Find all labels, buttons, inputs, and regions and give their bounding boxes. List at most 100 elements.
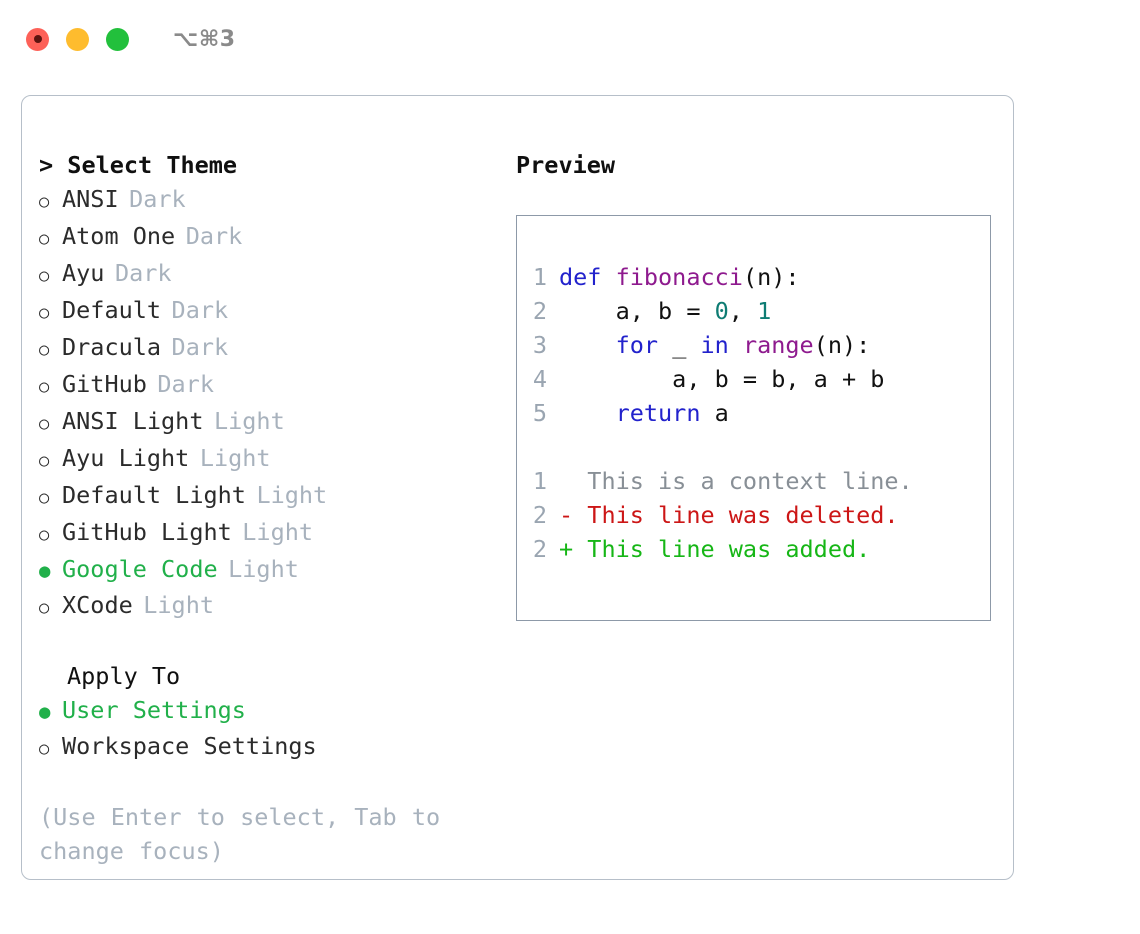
theme-option-ansi[interactable]: ○ ANSI Dark	[39, 182, 502, 219]
radio-unselected-icon: ○	[39, 377, 50, 397]
radio-unselected-icon: ○	[39, 525, 50, 545]
theme-option-mode-badge: Light	[213, 407, 285, 435]
code-token-plain: ,	[728, 297, 758, 325]
radio-unselected-icon: ○	[39, 739, 50, 759]
theme-option-mode-badge: Light	[228, 555, 299, 583]
theme-option-mode-badge: Dark	[114, 259, 172, 287]
code-token-plain: _	[658, 331, 701, 359]
theme-option-label: GitHub Light	[62, 518, 232, 546]
theme-option-label: ANSI	[62, 185, 119, 213]
theme-option-mode-badge: Light	[199, 444, 271, 472]
theme-option-ayu-light[interactable]: ○ Ayu Light Light	[39, 441, 502, 478]
radio-selected-icon: ●	[39, 701, 51, 723]
theme-option-label: Google Code	[62, 555, 218, 583]
diff-line: 2 - This line was deleted.	[517, 498, 990, 532]
code-line: 4 a, b = b, a + b	[517, 362, 990, 396]
code-token-kw: return	[615, 399, 701, 427]
keyboard-hint-text: (Use Enter to select, Tab to change focu…	[39, 803, 441, 865]
radio-unselected-icon: ○	[39, 192, 50, 212]
theme-option-label: Atom One	[62, 222, 176, 250]
theme-option-label: Ayu Light	[62, 444, 190, 472]
theme-option-label: XCode	[62, 591, 133, 619]
preview-heading: Preview	[516, 151, 616, 179]
code-token-plain: a	[700, 399, 729, 427]
code-token-num: 1	[757, 297, 772, 325]
code-token-kw: def	[559, 263, 616, 291]
theme-option-dracula[interactable]: ○ Dracula Dark	[39, 330, 502, 367]
close-button[interactable]	[26, 27, 49, 51]
radio-unselected-icon: ○	[39, 488, 50, 508]
diff-line-number: 2	[532, 501, 547, 529]
code-line-content: return a	[559, 396, 729, 430]
code-token-plain	[559, 331, 616, 359]
theme-option-github-light[interactable]: ○ GitHub Light Light	[39, 515, 502, 552]
code-token-plain: a, b = b, a + b	[559, 365, 885, 393]
diff-line: 1 This is a context line.	[517, 464, 990, 498]
apply-to-option-workspace-settings[interactable]: ○ Workspace Settings	[39, 729, 502, 766]
radio-unselected-icon: ○	[39, 414, 50, 434]
code-line-content: for _ in range(n):	[559, 328, 871, 362]
code-token-plain: (n):	[813, 331, 871, 359]
radio-unselected-icon: ○	[39, 451, 50, 471]
diff-line-content: - This line was deleted.	[559, 501, 899, 529]
code-token-plain	[729, 331, 743, 359]
radio-selected-icon: ●	[39, 560, 51, 582]
apply-to-option-label: Workspace Settings	[62, 732, 317, 760]
code-line: 3 for _ in range(n):	[517, 328, 990, 362]
code-line: 2 a, b = 0, 1	[517, 294, 990, 328]
radio-unselected-icon: ○	[39, 266, 50, 286]
code-token-fn: fibonacci	[615, 263, 743, 291]
diff-line-number: 2	[532, 535, 547, 563]
code-diff-spacer	[517, 430, 990, 464]
code-line: 5 return a	[517, 396, 990, 430]
code-token-kw: for	[615, 331, 659, 359]
theme-option-mode-badge: Dark	[171, 333, 229, 361]
radio-unselected-icon: ○	[39, 340, 50, 360]
theme-option-mode-badge: Dark	[157, 370, 214, 398]
theme-option-google-code[interactable]: ● Google Code Light	[39, 552, 502, 588]
theme-option-mode-badge: Light	[242, 518, 314, 546]
apply-to-option-user-settings[interactable]: ●User Settings	[39, 693, 502, 729]
minimize-button[interactable]	[66, 27, 89, 51]
keyboard-shortcut-label: ⌥⌘3	[173, 26, 236, 52]
theme-option-mode-badge: Dark	[129, 185, 186, 213]
code-token-plain: (n):	[742, 263, 800, 291]
recording-indicator-icon	[33, 35, 42, 43]
select-theme-heading: > Select Theme	[39, 151, 238, 179]
traffic-light-group	[26, 27, 129, 51]
line-number: 4	[532, 365, 547, 393]
line-number: 2	[532, 297, 547, 325]
code-line: 1 def fibonacci(n):	[517, 260, 990, 294]
apply-to-heading: Apply To	[67, 662, 181, 690]
theme-option-label: Default	[62, 296, 162, 324]
theme-option-mode-badge: Dark	[171, 296, 229, 324]
line-number: 3	[532, 331, 547, 359]
theme-option-label: Dracula	[62, 333, 162, 361]
radio-unselected-icon: ○	[39, 303, 50, 323]
line-number: 5	[532, 399, 547, 427]
code-token-plain: a, b =	[559, 297, 715, 325]
line-number: 1	[532, 263, 547, 291]
code-line-content: def fibonacci(n):	[559, 260, 800, 294]
theme-option-default[interactable]: ○ Default Dark	[39, 293, 502, 330]
maximize-button[interactable]	[106, 27, 129, 51]
title-bar: ⌥⌘3	[0, 0, 1140, 78]
apply-to-list[interactable]: ●User Settings ○ Workspace Settings	[39, 693, 502, 766]
theme-option-mode-badge: Light	[256, 481, 328, 509]
radio-unselected-icon: ○	[39, 598, 50, 618]
diff-sample-block: 1 This is a context line. 2 - This line wa…	[517, 464, 990, 566]
